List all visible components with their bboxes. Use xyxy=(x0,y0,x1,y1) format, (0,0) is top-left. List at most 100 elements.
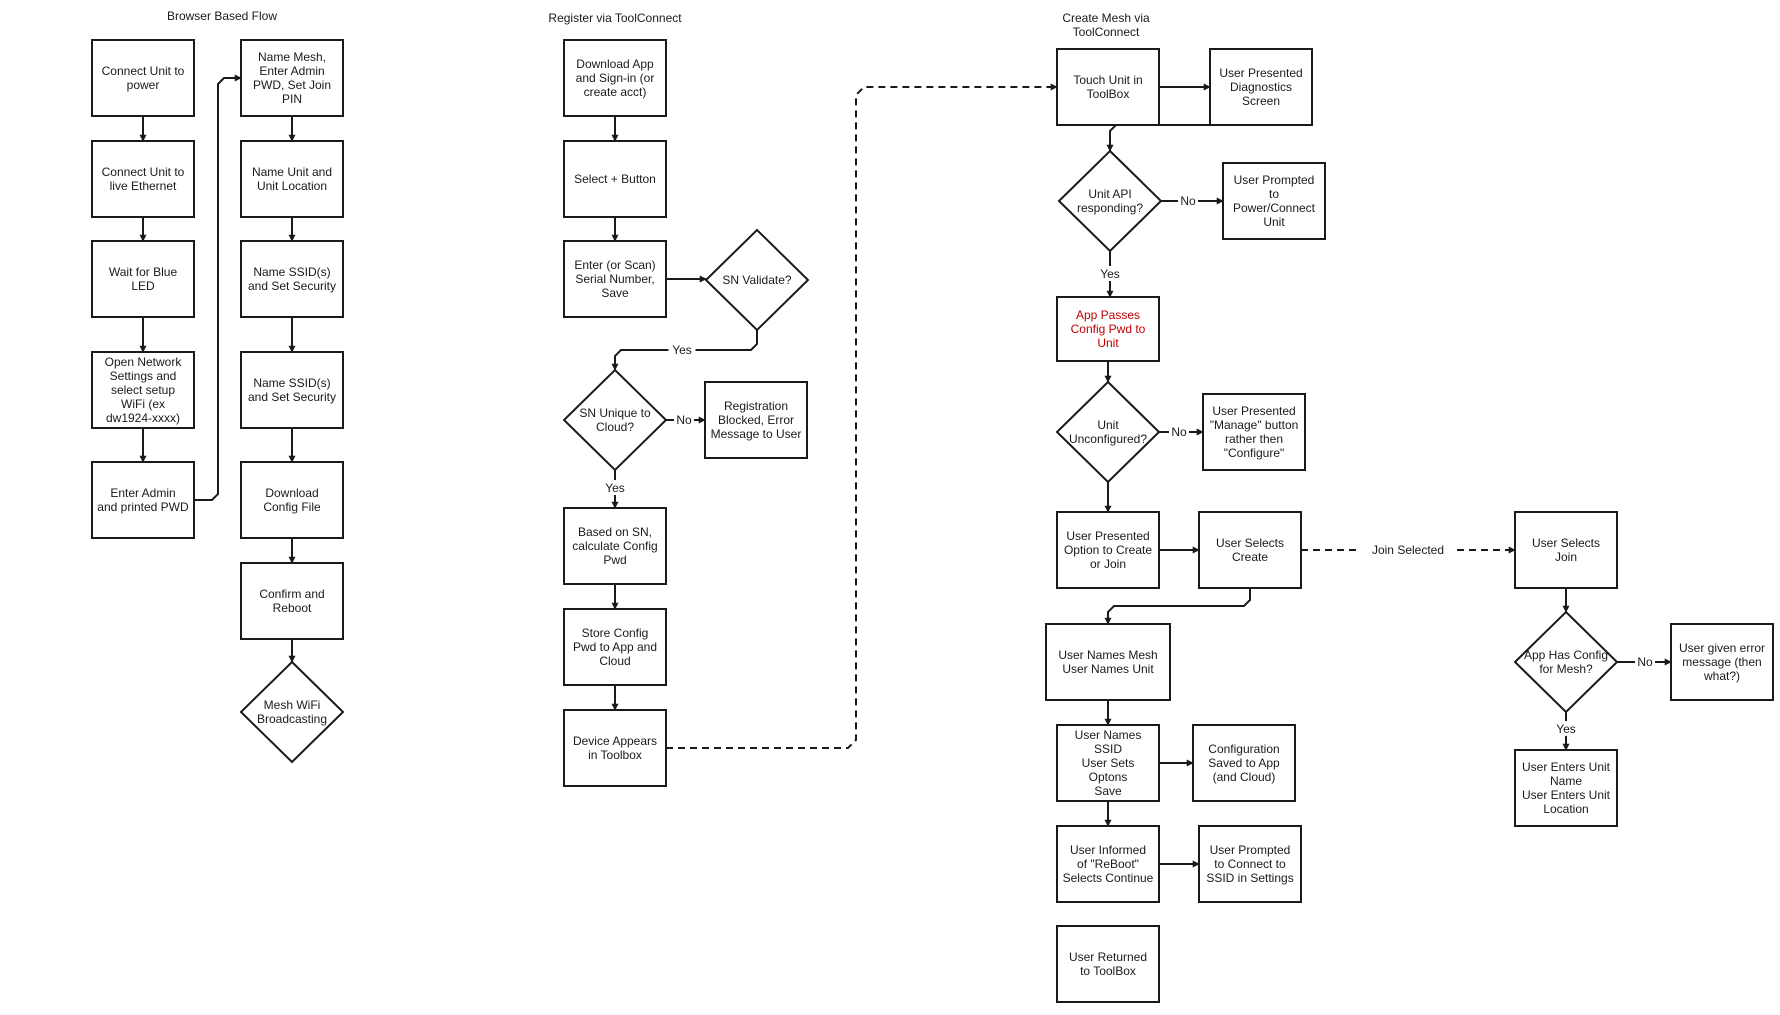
process-box xyxy=(240,39,344,117)
svg-text:No: No xyxy=(1637,655,1653,669)
process-box xyxy=(91,240,195,318)
section-title-register: Register via ToolConnect xyxy=(548,11,682,25)
connector-r9-m1 xyxy=(666,83,1058,749)
process-box xyxy=(1514,511,1618,589)
flow-node-r2[interactable]: Select + Button xyxy=(563,140,667,218)
connector-m2-m3 xyxy=(1106,124,1210,152)
process-box xyxy=(1045,623,1171,701)
process-box xyxy=(1056,825,1160,903)
process-box xyxy=(1670,623,1774,701)
section-title-browser: Browser Based Flow xyxy=(167,9,277,23)
decision-diamond xyxy=(239,660,345,764)
edge-label: No xyxy=(1635,654,1655,669)
edge-label: Yes xyxy=(1096,266,1124,281)
decision-diamond xyxy=(562,368,668,472)
flow-node-r4[interactable]: SN Validate? xyxy=(704,228,810,332)
node-label: Select + Button xyxy=(574,172,656,186)
process-box xyxy=(1056,296,1160,362)
process-box xyxy=(240,140,344,218)
process-box xyxy=(240,351,344,429)
decision-diamond xyxy=(1513,610,1619,714)
process-box xyxy=(1056,724,1160,802)
process-box xyxy=(91,39,195,117)
edge-label: Yes xyxy=(601,480,629,495)
process-box xyxy=(91,461,195,539)
flow-node-r3[interactable]: Enter (or Scan)Serial Number,Save xyxy=(563,240,667,318)
svg-text:No: No xyxy=(1171,425,1187,439)
flow-node-b8[interactable]: Name SSID(s)and Set Security xyxy=(240,240,344,318)
svg-text:Yes: Yes xyxy=(1556,722,1576,736)
svg-text:Join Selected: Join Selected xyxy=(1372,543,1444,557)
process-box xyxy=(1202,393,1306,471)
flow-node-b9[interactable]: Name SSID(s)and Set Security xyxy=(240,351,344,429)
process-box xyxy=(1056,48,1160,126)
node-label: Name SSID(s)and Set Security xyxy=(248,265,336,293)
node-label: Enter (or Scan)Serial Number,Save xyxy=(574,258,655,300)
process-box xyxy=(91,140,195,218)
svg-text:Yes: Yes xyxy=(672,343,692,357)
process-box xyxy=(1222,162,1326,240)
process-box xyxy=(563,709,667,787)
process-box xyxy=(563,140,667,218)
edge-label: No xyxy=(1178,193,1198,208)
